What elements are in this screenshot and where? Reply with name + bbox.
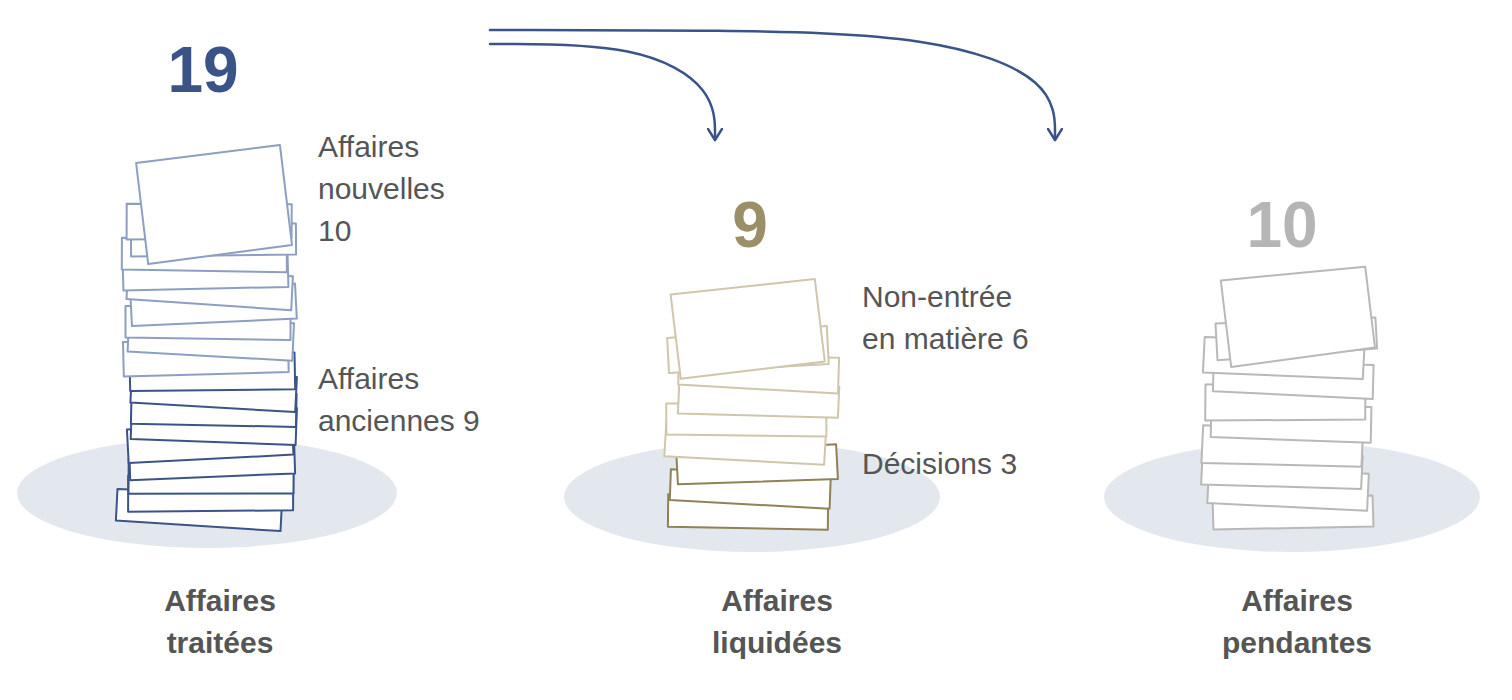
count-number: 9 bbox=[700, 190, 800, 260]
count-number: 10 bbox=[1222, 190, 1342, 260]
stack-group: 10Affaires pendantes bbox=[1040, 140, 1490, 675]
paper-sheet bbox=[1221, 267, 1375, 367]
count-number: 19 bbox=[148, 35, 258, 105]
category-label: Décisions 3 bbox=[862, 443, 1037, 485]
stack-group: 19Affaires nouvelles 10 Affaires ancienne… bbox=[10, 30, 490, 675]
stack-group: 9Non-entrée en matière 6 Décisions 3 Affai… bbox=[560, 140, 1041, 675]
stack-title: Affaires pendantes bbox=[1197, 580, 1397, 664]
stack-title: Affaires liquidées bbox=[682, 580, 872, 664]
paper-sheet bbox=[136, 145, 292, 264]
stack-title: Affaires traitées bbox=[130, 580, 310, 664]
flow-arrow bbox=[490, 30, 1055, 140]
category-label: Non-entrée en matière 6 bbox=[862, 276, 1037, 360]
category-label: Affaires nouvelles 10 bbox=[318, 126, 483, 252]
flow-arrow bbox=[490, 44, 715, 140]
paper-sheets bbox=[116, 145, 1377, 531]
paper-sheet bbox=[671, 279, 825, 379]
category-label: Affaires anciennes 9 bbox=[318, 358, 483, 442]
